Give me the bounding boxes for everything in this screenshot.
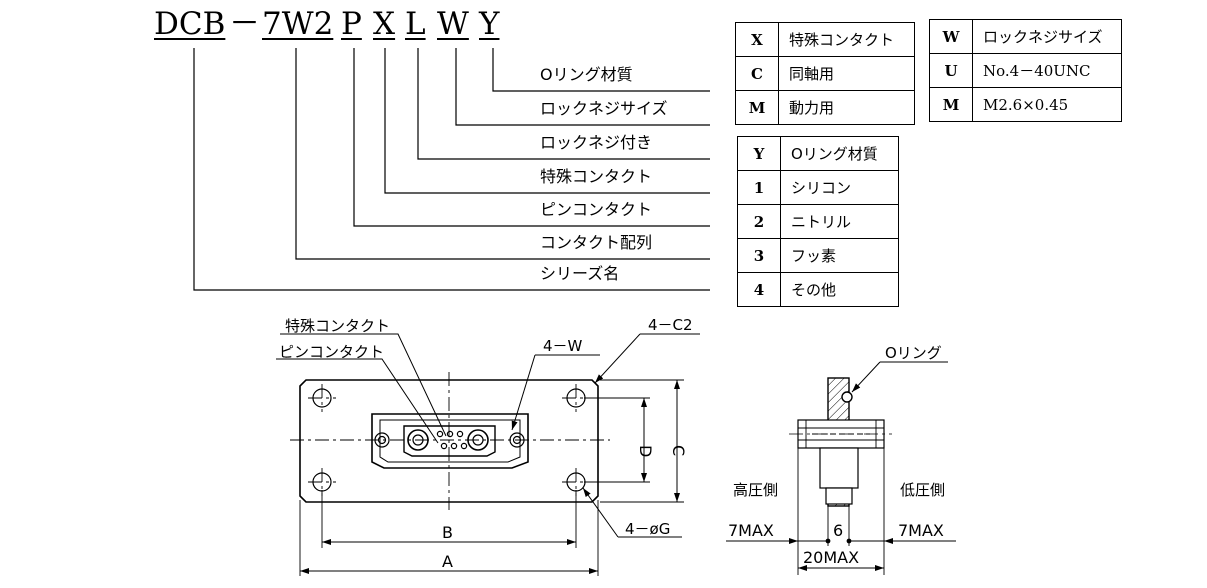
- shell-outline: [371, 413, 529, 469]
- legend-special-contact: 特殊コンタクト: [540, 167, 653, 186]
- code-screw-size: W: [437, 6, 469, 42]
- table-x-key: C: [735, 56, 779, 91]
- table-y-label: その他: [780, 272, 899, 307]
- label-dim-b: B: [442, 523, 453, 542]
- code-arrangement: 7W2: [262, 6, 334, 42]
- legend-oring-material: Oリング材質: [540, 65, 633, 84]
- label-thickness: 6: [833, 521, 843, 540]
- pin-contact: [450, 442, 458, 450]
- table-x-label: 動力用: [778, 90, 915, 125]
- table-x-key: M: [735, 90, 779, 125]
- label-max-right: 7MAX: [898, 521, 944, 540]
- legend-contact-arrangement: コンタクト配列: [540, 233, 653, 252]
- label-special-contact: 特殊コンタクト: [285, 317, 390, 335]
- contact-insert: [403, 425, 496, 457]
- label-low-pressure: 低圧側: [900, 481, 945, 499]
- label-dim-c: C: [669, 445, 688, 456]
- flange-outline: [299, 379, 599, 503]
- label-max-left: 7MAX: [728, 521, 774, 540]
- label-dim-a: A: [442, 552, 453, 571]
- table-w-key: M: [929, 87, 973, 122]
- table-x-label: 同軸用: [778, 56, 915, 91]
- pin-contact: [436, 430, 444, 438]
- label-o-ring: Oリング: [885, 344, 942, 362]
- label-lock-screw: 4－W: [543, 337, 583, 355]
- pin-contact: [446, 430, 454, 438]
- code-separator: －: [229, 6, 260, 42]
- table-y-header-label: Oリング材質: [780, 136, 899, 171]
- legend-series-name: シリーズ名: [540, 264, 620, 283]
- code-pin: P: [341, 6, 362, 42]
- code-special: X: [373, 6, 396, 42]
- table-w-header-key: W: [929, 19, 973, 54]
- table-w-label: No.4－40UNC: [972, 53, 1122, 88]
- o-ring: [841, 391, 853, 403]
- legend-lock-screw-size: ロックネジサイズ: [540, 99, 668, 118]
- legend-pin-contact: ピンコンタクト: [540, 200, 653, 219]
- label-total: 20MAX: [803, 548, 859, 567]
- label-high-pressure: 高圧側: [733, 481, 778, 499]
- code-lock: L: [405, 6, 426, 42]
- label-chamfer: 4－C2: [648, 316, 693, 334]
- code-series: DCB: [154, 6, 226, 42]
- table-y-header-key: Y: [737, 136, 781, 171]
- label-holes: 4－øG: [625, 520, 670, 538]
- legend-lock-screw: ロックネジ付き: [540, 133, 653, 152]
- table-w-label: M2.6×0.45: [972, 87, 1122, 122]
- table-w-key: U: [929, 53, 973, 88]
- table-y-key: 4: [737, 272, 781, 307]
- label-pin-contact: ピンコンタクト: [279, 343, 384, 361]
- code-oring: Y: [479, 6, 500, 42]
- pin-contact: [440, 442, 448, 450]
- pin-contact: [460, 442, 468, 450]
- pin-contact: [456, 430, 464, 438]
- label-dim-d: D: [636, 445, 655, 457]
